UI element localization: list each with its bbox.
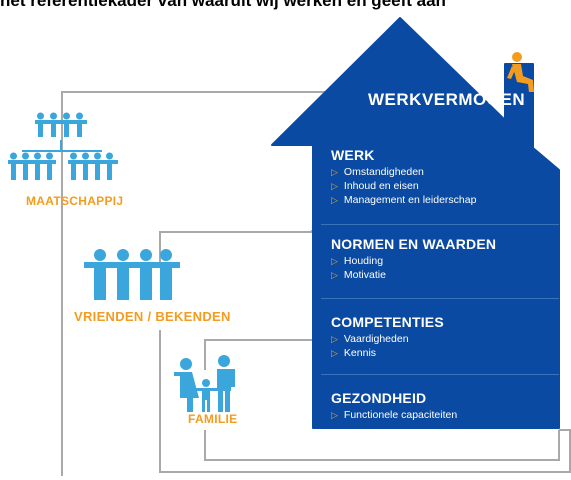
bullet-triangle-icon: ▷ [331, 270, 338, 280]
friends-bottom-connector-line [159, 330, 571, 473]
friends-connector-line [159, 230, 313, 264]
bullet-triangle-icon: ▷ [331, 410, 338, 420]
bullet-triangle-icon: ▷ [331, 195, 338, 205]
people-group-icon [84, 249, 180, 300]
bullet-triangle-icon: ▷ [331, 167, 338, 177]
section-item: ▷Inhoud en eisen [331, 180, 419, 192]
section-item: ▷Kennis [331, 347, 377, 359]
header-text: het referentiekader van waaruit wij werk… [0, 0, 446, 10]
section-divider [321, 298, 559, 299]
bullet-triangle-icon: ▷ [331, 348, 338, 358]
section-title-werk: WERK [331, 147, 375, 163]
section-item: ▷Functionele capaciteiten [331, 409, 458, 421]
group-label-society: MAATSCHAPPIJ [26, 194, 124, 208]
people-group-icon [8, 112, 118, 180]
house-shape [271, 17, 560, 429]
section-item: ▷Motivatie [331, 269, 386, 281]
section-item: ▷Houding [331, 255, 384, 267]
section-divider [321, 224, 559, 225]
house-title: WERKVERMOGEN [368, 90, 526, 109]
person-sitting-icon [507, 52, 534, 92]
family-bottom-connector-line [204, 430, 560, 461]
society-connector-line [61, 91, 352, 476]
section-item: ▷Vaardigheden [331, 333, 409, 345]
section-divider [321, 374, 559, 375]
section-item: ▷Management en leiderschap [331, 194, 477, 206]
section-title-normen: NORMEN EN WAARDEN [331, 236, 497, 252]
group-label-family: FAMILIE [188, 412, 238, 426]
family-icon [174, 355, 235, 412]
bullet-triangle-icon: ▷ [331, 181, 338, 191]
section-item: ▷Omstandigheden [331, 166, 424, 178]
group-label-friends: VRIENDEN / BEKENDEN [74, 309, 231, 324]
section-title-gezondheid: GEZONDHEID [331, 390, 427, 406]
bullet-triangle-icon: ▷ [331, 334, 338, 344]
section-title-competenties: COMPETENTIES [331, 314, 444, 330]
bullet-triangle-icon: ▷ [331, 256, 338, 266]
family-connector-line [204, 339, 312, 370]
